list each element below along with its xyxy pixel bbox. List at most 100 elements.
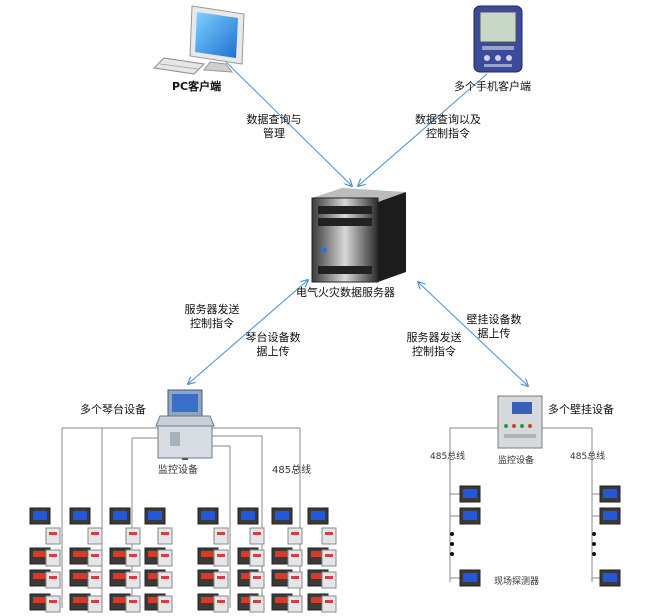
detector-meter <box>307 507 329 525</box>
pc-edge-label: 数据查询与 管理 <box>238 113 310 141</box>
detector-relay <box>213 549 229 567</box>
mobile-edge-line-1: 数据查询以及 <box>415 113 481 126</box>
wall-monitor-icon <box>497 395 543 449</box>
detector-relay <box>87 595 103 613</box>
detector-relay <box>125 595 141 613</box>
detector-relay <box>45 595 61 613</box>
detector-relay <box>125 527 141 545</box>
pc-computer-icon <box>152 5 245 75</box>
server-to-cabinet-line-1: 服务器发送 <box>184 303 240 316</box>
wall-to-server-line-2: 据上传 <box>477 327 511 340</box>
server-to-cabinet-label: 服务器发送 控制指令 <box>176 303 248 331</box>
pc-edge-line-2: 管理 <box>263 127 285 140</box>
mobile-client-label: 多个手机客户端 <box>454 80 531 93</box>
detector-relay <box>213 595 229 613</box>
detector-meter <box>197 507 219 525</box>
detector-meter <box>109 593 131 611</box>
detector-meter <box>69 507 91 525</box>
detector-relay <box>249 527 265 545</box>
detector-meter <box>69 593 91 611</box>
wall-detector-meter <box>599 507 621 525</box>
detector-relay <box>125 571 141 589</box>
server-tower-icon <box>311 188 406 283</box>
cabinet-devices-label: 多个琴台设备 <box>80 403 146 416</box>
pc-edge-line-1: 数据查询与 <box>246 113 302 126</box>
detector-meter <box>109 569 131 587</box>
wall-detector-columns <box>450 485 621 587</box>
wall-bus-right-label: 485总线 <box>570 452 606 462</box>
detector-relay <box>249 595 265 613</box>
detector-relay <box>45 571 61 589</box>
detector-meter <box>237 507 259 525</box>
mobile-to-server-arrow <box>358 73 488 186</box>
pc-client-label: PC客户端 <box>172 80 222 93</box>
cabinet-monitor-label: 监控设备 <box>158 465 198 476</box>
ellipsis-dot <box>592 542 596 546</box>
console-cabinet-icon <box>155 389 215 460</box>
wall-detector-meter <box>599 485 621 503</box>
detector-relay <box>287 527 303 545</box>
cabinet-bus-wiring <box>61 427 301 608</box>
server-cabinet-arrow <box>188 280 308 384</box>
detector-relay <box>157 527 173 545</box>
detector-relay <box>287 571 303 589</box>
wall-devices-label: 多个壁挂设备 <box>548 403 614 416</box>
wall-detector-meter <box>459 485 481 503</box>
server-to-wall-line-2: 控制指令 <box>412 345 456 358</box>
pc-to-server-arrow <box>225 61 352 186</box>
detector-meter <box>29 593 51 611</box>
ellipsis-dot <box>592 552 596 556</box>
detector-relay <box>157 595 173 613</box>
mobile-edge-line-2: 控制指令 <box>426 127 470 140</box>
cabinet-to-server-line-2: 据上传 <box>256 345 290 358</box>
detector-relay <box>321 571 337 589</box>
ellipsis-dot <box>450 552 454 556</box>
server-wall-arrow <box>418 282 528 386</box>
detector-meter <box>271 507 293 525</box>
detector-relay <box>287 549 303 567</box>
wall-bus-wiring <box>449 427 600 582</box>
cabinet-to-server-line-1: 琴台设备数 <box>245 331 301 344</box>
detector-meter <box>69 569 91 587</box>
ellipsis-dot <box>592 532 596 536</box>
cabinet-to-server-label: 琴台设备数 据上传 <box>237 331 309 359</box>
server-label: 电气火灾数据服务器 <box>296 286 395 299</box>
mobile-device-icon <box>473 5 523 73</box>
detector-relay <box>45 549 61 567</box>
wall-detector-meter <box>459 507 481 525</box>
wall-detector-meter <box>599 569 621 587</box>
detector-meter <box>144 507 166 525</box>
detector-meter <box>69 547 91 565</box>
server-to-wall-label: 服务器发送 控制指令 <box>398 331 470 359</box>
detector-meter <box>29 507 51 525</box>
detector-relay <box>249 571 265 589</box>
detector-relay <box>321 527 337 545</box>
ellipsis-dot <box>450 542 454 546</box>
mobile-edge-label: 数据查询以及 控制指令 <box>405 113 491 141</box>
wall-to-server-line-1: 壁挂设备数 <box>466 313 522 326</box>
wall-detector-meter <box>459 569 481 587</box>
detector-relay <box>321 549 337 567</box>
wall-monitor-label: 监控设备 <box>498 456 535 466</box>
detector-meter <box>109 507 131 525</box>
detector-relay <box>249 549 265 567</box>
wall-bus-left-label: 485总线 <box>430 452 466 462</box>
detector-relay <box>87 527 103 545</box>
detector-relay <box>87 571 103 589</box>
detector-meter <box>271 593 293 611</box>
detector-relay <box>213 527 229 545</box>
detector-relay <box>157 549 173 567</box>
detector-relay <box>45 527 61 545</box>
ellipsis-dot <box>450 532 454 536</box>
server-to-cabinet-line-2: 控制指令 <box>190 317 234 330</box>
server-to-wall-line-1: 服务器发送 <box>406 331 462 344</box>
field-detector-label: 现场探测器 <box>494 577 540 587</box>
detector-relay <box>157 571 173 589</box>
wall-to-server-label: 壁挂设备数 据上传 <box>458 313 530 341</box>
detector-meter <box>109 547 131 565</box>
cabinet-detector-grid <box>29 507 337 613</box>
detector-relay <box>321 595 337 613</box>
cabinet-bus-label: 485总线 <box>272 465 312 476</box>
detector-relay <box>87 549 103 567</box>
